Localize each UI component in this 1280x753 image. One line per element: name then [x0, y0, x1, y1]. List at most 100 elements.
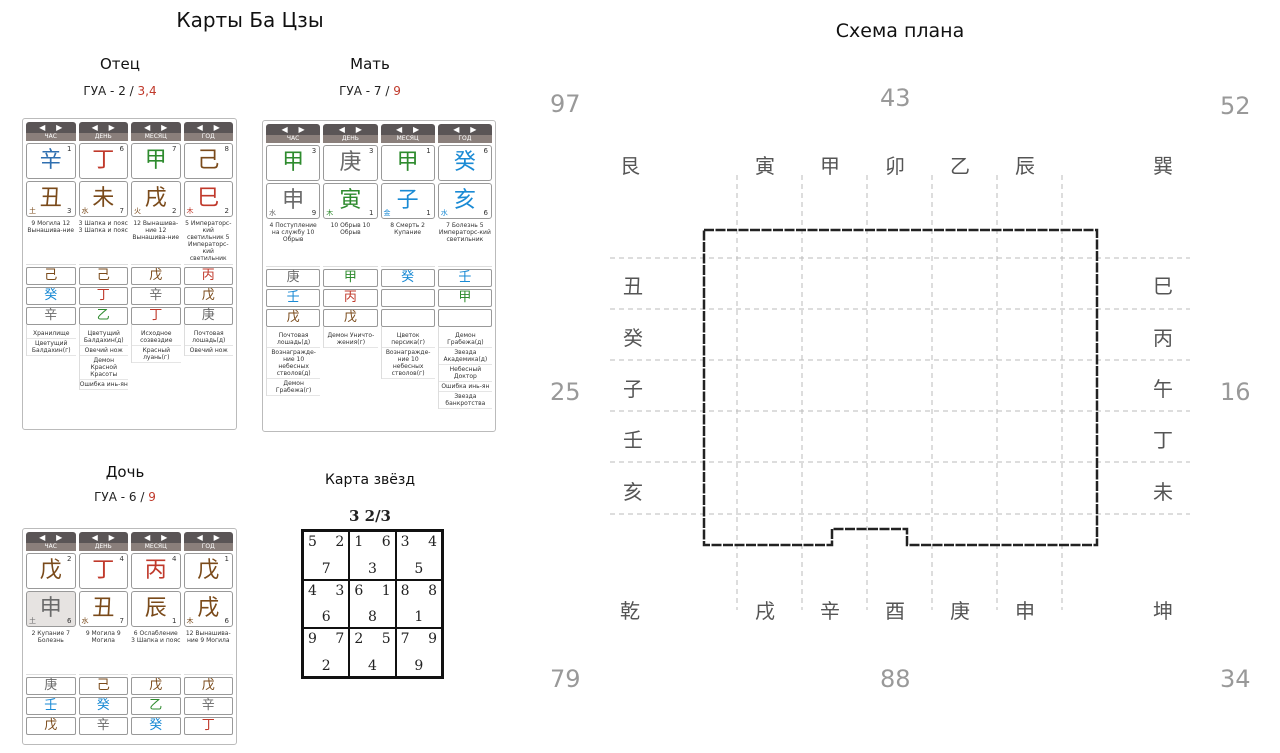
mountain-star: 5 — [308, 534, 317, 550]
branch-glyph: 戌 — [144, 186, 167, 211]
water-star: 4 — [428, 534, 437, 550]
hidden-stem — [380, 289, 435, 307]
branch-number: 1 — [426, 209, 431, 217]
branch-glyph: 丑 — [92, 596, 115, 621]
branch-glyph: 申 — [39, 596, 62, 621]
branch-number: 9 — [311, 209, 317, 217]
branch-glyph: 寅 — [339, 188, 362, 213]
stem-glyph: 癸 — [453, 150, 476, 175]
branch-element: 水 — [81, 617, 89, 625]
mountain-star: 9 — [308, 631, 317, 648]
life-stage-info: 4 Поступление на службу 10 Обрыв — [266, 219, 321, 267]
stem-number: 4 — [172, 555, 177, 563]
next-button[interactable]: ▶ — [213, 123, 220, 132]
stem-glyph: 辛 — [39, 148, 62, 173]
hidden-stem: 辛 — [78, 717, 128, 735]
next-button[interactable]: ▶ — [298, 125, 305, 134]
next-button[interactable]: ▶ — [56, 533, 63, 542]
base-star: 5 — [414, 560, 424, 577]
branch-glyph: 亥 — [453, 188, 476, 213]
life-stage-info: 8 Смерть 2 Купание — [380, 219, 435, 267]
next-button[interactable]: ▶ — [108, 533, 115, 542]
branch-element: 土 — [29, 207, 36, 215]
hidden-stem: 丁 — [131, 307, 181, 325]
branch-element: 金 — [383, 209, 391, 217]
next-button[interactable]: ▶ — [213, 533, 220, 542]
stem-number: 4 — [119, 555, 124, 563]
column-header: ДЕНЬ — [78, 133, 128, 141]
stem-glyph: 己 — [197, 148, 220, 173]
prev-button[interactable]: ◀ — [39, 533, 46, 542]
gua-red: 3,4 — [137, 84, 157, 98]
water-star: 8 — [428, 582, 437, 599]
life-stage-info: 6 Ослабление 3 Шапка и пояс — [131, 627, 181, 675]
mountain-star: 6 — [354, 582, 364, 599]
star-item: Красный луань(г) — [132, 346, 181, 363]
symbolic-stars: Цветок персика(г)Вознагражде-ние 10 небе… — [380, 327, 435, 379]
hidden-stem: 癸 — [26, 287, 76, 305]
prev-button[interactable]: ◀ — [338, 125, 345, 134]
stem-number: 1 — [67, 145, 72, 153]
next-button[interactable]: ▶ — [161, 533, 168, 542]
direction-bottom: 庚 — [950, 599, 970, 623]
next-button[interactable]: ▶ — [413, 125, 420, 134]
star-item: Звезда Академика(д) — [438, 348, 492, 365]
prev-button[interactable]: ◀ — [453, 125, 460, 134]
stem-glyph: 甲 — [144, 148, 167, 173]
stem-glyph: 戊 — [197, 558, 220, 583]
direction-right: 丙 — [1153, 326, 1173, 350]
water-star: 5 — [381, 631, 391, 648]
pillar-nav: ◀▶ — [380, 124, 435, 135]
column-header: ГОД — [183, 543, 233, 551]
gua-red: 9 — [148, 490, 156, 504]
mother-name: Мать — [350, 55, 390, 73]
plan-corner-nw: 97 — [550, 90, 581, 118]
prev-button[interactable]: ◀ — [196, 123, 203, 132]
hidden-stem: 戊 — [183, 677, 233, 695]
next-button[interactable]: ▶ — [355, 125, 362, 134]
prev-button[interactable]: ◀ — [281, 125, 288, 134]
mountain-star: 8 — [400, 582, 410, 599]
plan-south: 88 — [880, 665, 911, 693]
hidden-stem: 辛 — [26, 307, 76, 325]
next-button[interactable]: ▶ — [108, 123, 115, 132]
direction-bottom: 戌 — [755, 599, 775, 623]
water-star: 9 — [428, 631, 437, 648]
plan-west: 25 — [550, 378, 581, 406]
star-item: Ошибка инь-ян — [438, 382, 492, 392]
prev-button[interactable]: ◀ — [396, 125, 403, 134]
symbolic-stars: Почтовая лошадь(д)Вознагражде-ние 10 неб… — [266, 327, 321, 396]
next-button[interactable]: ▶ — [56, 123, 63, 132]
prev-button[interactable]: ◀ — [91, 123, 98, 132]
daughter-gua: ГУА - 6 / 9 — [75, 490, 175, 504]
next-button[interactable]: ▶ — [470, 125, 477, 134]
hidden-stem: 癸 — [78, 697, 128, 715]
hidden-stem: 己 — [78, 267, 128, 285]
house-outline — [702, 228, 1099, 547]
prev-button[interactable]: ◀ — [144, 123, 151, 132]
prev-button[interactable]: ◀ — [39, 123, 46, 132]
star-item: Небесный Доктор — [438, 365, 492, 382]
prev-button[interactable]: ◀ — [144, 533, 151, 542]
gua-red: 9 — [393, 84, 401, 98]
life-stage-info: 5 Императорс-кий светильник 5 Императорс… — [183, 217, 233, 265]
branch-element: 木 — [326, 209, 334, 217]
next-button[interactable]: ▶ — [161, 123, 168, 132]
prev-button[interactable]: ◀ — [91, 533, 98, 542]
prev-button[interactable]: ◀ — [196, 533, 203, 542]
column-header: ЧАС — [26, 543, 76, 551]
hidden-stem: 戊 — [26, 717, 76, 735]
star-item: Овечий нож — [79, 346, 128, 356]
